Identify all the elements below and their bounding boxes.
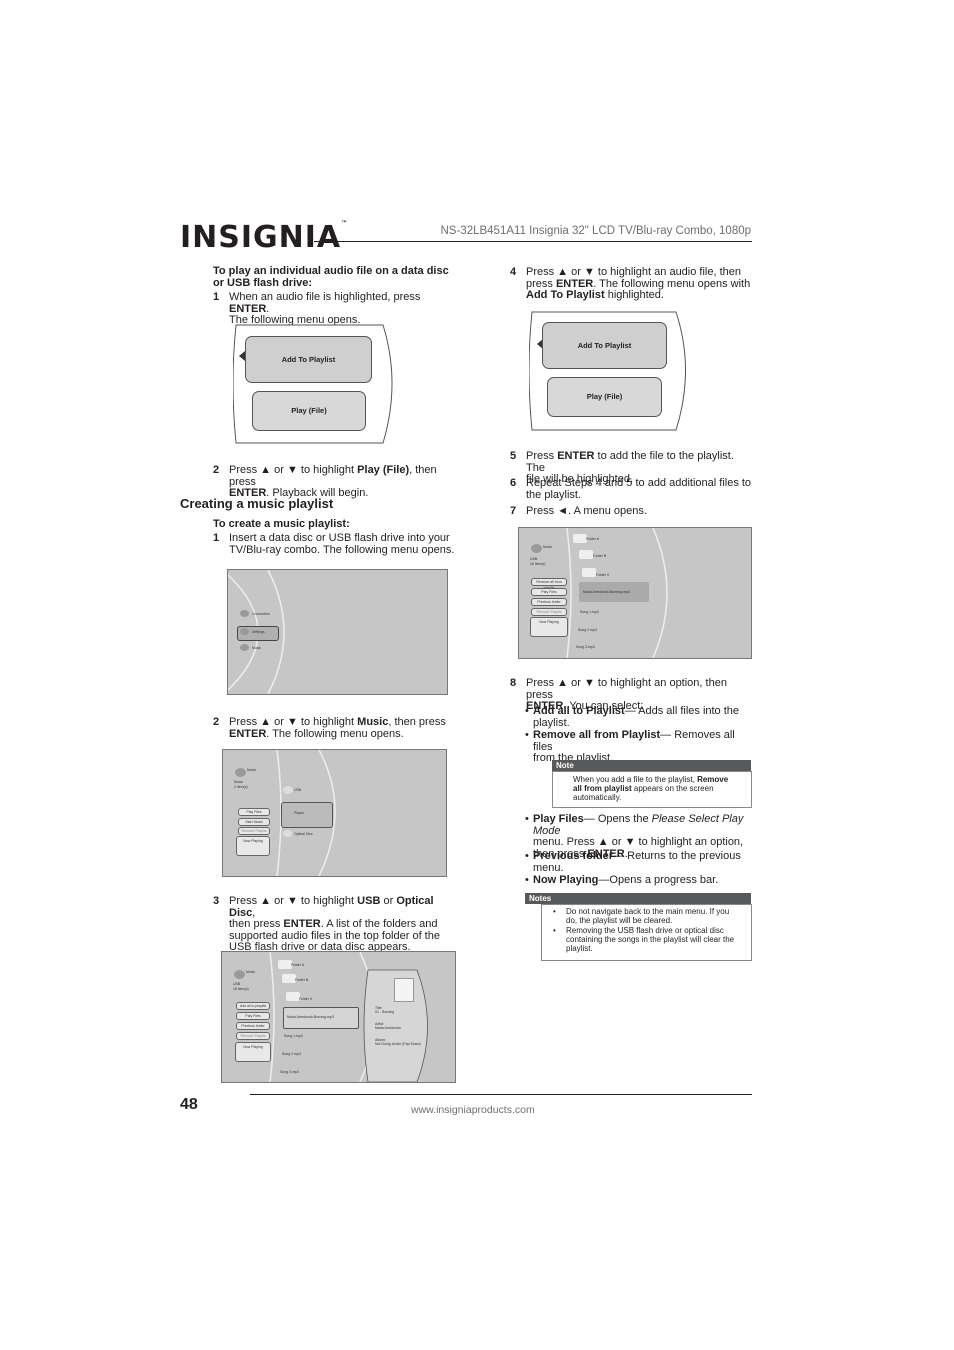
shot4-title: Music <box>543 545 553 549</box>
bullet-remove-all: • Remove all from Playlist— Removes all … <box>525 729 735 764</box>
shot3-count: 16 item(s) <box>233 987 249 991</box>
previous-folder-button[interactable]: Previous folder <box>236 1022 270 1030</box>
notes-box: • Do not navigate back to the main menu.… <box>541 904 752 961</box>
notes-bullet-1: • <box>553 907 556 916</box>
bullet-play-files: • Play Files— Opens the Please Select Pl… <box>525 813 744 860</box>
create-heading: To create a music playlist: <box>213 518 350 530</box>
step-4: 4 Press ▲ or ▼ to highlight an audio fil… <box>510 266 751 301</box>
folder-a[interactable]: Folder A <box>291 963 305 967</box>
step-7: 7 Press ◄. A menu opens. <box>510 505 647 517</box>
page-number: 48 <box>180 1096 198 1113</box>
info-album: Not Going Under (Pop Exam) <box>375 1042 421 1046</box>
note-text: When you add a file to the playlist, Rem… <box>573 775 729 802</box>
now-playing-button[interactable]: Now Playing <box>235 1042 271 1062</box>
folder-a[interactable]: Folder A <box>586 537 600 541</box>
info-title-label: Title: <box>375 1006 383 1010</box>
menu-screenshot-2: Add To Playlist Play (File) <box>529 310 689 432</box>
home-menu-screenshot: Connection Settings Music <box>227 569 448 695</box>
remove-playlist-button[interactable]: Remove Playlist <box>236 1032 270 1040</box>
create-step-3: 3 Press ▲ or ▼ to highlight USB or Optic… <box>213 895 440 953</box>
bullet-add-all: • Add all to Playlist— Adds all files in… <box>525 705 740 729</box>
notes-label: Notes <box>525 893 751 904</box>
selected-file: Maria Arredondo-Burning.mp3 <box>583 590 630 594</box>
notes-bullet-2: • <box>553 926 556 935</box>
shot4-count: 16 item(s) <box>530 562 546 566</box>
remove-playlist-button[interactable]: Remove Playlist <box>531 608 567 616</box>
add-all-button[interactable]: Add all to playlist <box>236 1002 270 1010</box>
home-item-music[interactable]: Music <box>252 646 262 650</box>
song-2[interactable]: Song 2.mp3 <box>282 1052 301 1056</box>
menu-screenshot-1: Add To Playlist Play (File) <box>233 323 393 445</box>
playlist-menu-screenshot: Music USB 16 item(s) Remove all from pla… <box>518 527 752 659</box>
play-files-button[interactable]: Play Files <box>531 588 567 596</box>
shot3-title: Music <box>246 970 256 974</box>
header-title: NS-32LB451A11 Insignia 32" LCD TV/Blu-ra… <box>440 225 752 237</box>
selected-file-row[interactable] <box>579 582 649 602</box>
selected-file-row[interactable] <box>283 1007 359 1029</box>
home-item-connection[interactable]: Connection <box>252 612 270 616</box>
create-step-2: 2 Press ▲ or ▼ to highlight Music, then … <box>213 716 446 740</box>
song-3[interactable]: Song 3.mp3 <box>280 1070 299 1074</box>
note-label: Note <box>552 760 751 771</box>
play-files-button[interactable]: Play Files <box>236 1012 270 1020</box>
note-box: When you add a file to the playlist, Rem… <box>552 771 752 808</box>
step-5: 5 Press ENTER to add the file to the pla… <box>510 450 734 485</box>
footer-url[interactable]: www.insigniaproducts.com <box>411 1104 535 1116</box>
add-to-playlist-option[interactable]: Add To Playlist <box>245 336 372 383</box>
bullet-now-playing: • Now Playing—Opens a progress bar. <box>525 874 719 886</box>
info-title: 01 - Burning <box>375 1010 395 1014</box>
info-artist-label: Artist: <box>375 1022 384 1026</box>
bullet-previous-folder: • Previous folder— Returns to the previo… <box>525 850 741 874</box>
folder-b[interactable]: Folder B <box>295 978 309 982</box>
play-file-option[interactable]: Play (File) <box>547 377 662 417</box>
info-artist: Maria Arredondo <box>375 1026 401 1030</box>
create-step-1: 1 Insert a data disc or USB flash drive … <box>213 532 455 556</box>
source-optical-disc[interactable]: Optical Disc <box>294 832 313 836</box>
music-menu-screenshot: Music Music 2 item(s) Play Files Start M… <box>222 749 447 877</box>
play-files-button[interactable]: Play Files <box>238 808 270 816</box>
previous-folder-button[interactable]: Previous folder <box>531 598 567 606</box>
shot4-sub: USB <box>530 557 538 561</box>
song-3[interactable]: Song 3.mp3 <box>576 645 595 649</box>
music-sub: Music <box>234 780 244 784</box>
intro-heading: To play an individual audio file on a da… <box>213 265 449 289</box>
source-player[interactable]: Player <box>294 811 304 815</box>
album-art <box>394 978 414 1002</box>
start-music-button[interactable]: Start Music <box>238 818 270 826</box>
song-1[interactable]: Song 1.mp3 <box>580 610 599 614</box>
remove-all-button[interactable]: Remove all from playlist <box>531 578 567 590</box>
step-2-play: 2 Press ▲ or ▼ to highlight Play (File),… <box>213 464 437 499</box>
song-1[interactable]: Song 1.mp3 <box>284 1034 303 1038</box>
folder-x[interactable]: Folder X <box>596 573 610 577</box>
usb-file-list-screenshot: Music USB 16 item(s) Add all to playlist… <box>221 951 456 1083</box>
step-8: 8 Press ▲ or ▼ to highlight an option, t… <box>510 677 727 712</box>
notes-text-1: Do not navigate back to the main menu. I… <box>566 907 730 925</box>
shot3-sub: USB <box>233 982 241 986</box>
now-playing-button[interactable]: Now Playing <box>530 617 568 637</box>
add-to-playlist-option[interactable]: Add To Playlist <box>542 322 667 369</box>
notes-text-2: Removing the USB flash drive or optical … <box>566 926 735 953</box>
selected-file: Maria Arredondo-Burning.mp3 <box>287 1015 334 1019</box>
home-item-settings[interactable]: Settings <box>252 630 265 634</box>
music-count: 2 item(s) <box>234 785 248 789</box>
section-heading: Creating a music playlist <box>180 496 334 511</box>
song-2[interactable]: Song 2.mp3 <box>578 628 597 632</box>
insignia-logo: INSIGNIA™ <box>180 220 349 255</box>
play-file-option[interactable]: Play (File) <box>252 391 366 431</box>
folder-b[interactable]: Folder B <box>593 554 607 558</box>
footer-rule <box>250 1094 752 1095</box>
step-6: 6 Repeat Steps 4 and 5 to add additional… <box>510 477 752 501</box>
header-rule <box>314 241 752 242</box>
source-usb[interactable]: USB <box>294 788 302 792</box>
music-title: Music <box>247 768 257 772</box>
step-1-play: 1 When an audio file is highlighted, pre… <box>213 291 421 326</box>
folder-x[interactable]: Folder X <box>299 997 313 1001</box>
remove-playlist-button[interactable]: Remove Playlist <box>238 827 270 835</box>
info-album-label: Album: <box>375 1038 386 1042</box>
now-playing-button[interactable]: Now Playing <box>236 836 270 856</box>
source-highlight <box>281 802 333 828</box>
